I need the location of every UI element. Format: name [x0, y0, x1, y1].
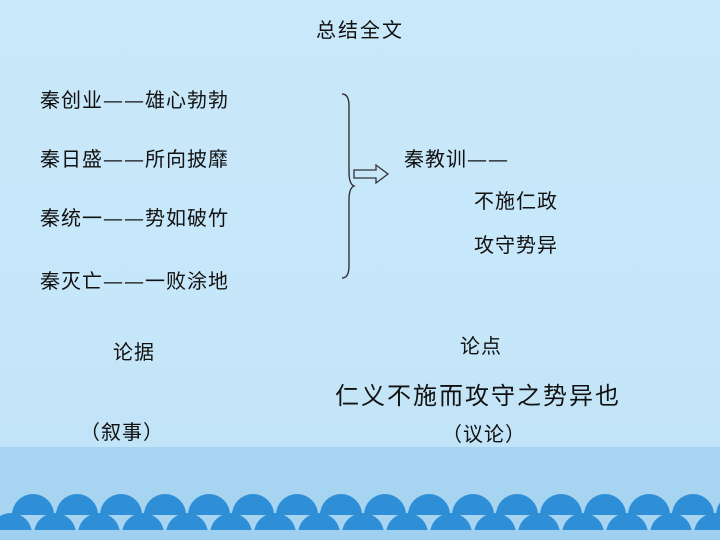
footer-arch	[562, 513, 604, 534]
footer-arch	[672, 494, 714, 515]
footer-arch	[122, 513, 164, 534]
slide-title: 总结全文	[316, 18, 404, 42]
right-brace	[341, 93, 356, 279]
footer-arch	[474, 513, 516, 534]
footer-arch	[518, 513, 560, 534]
argument-label: 论据	[113, 340, 155, 364]
footer-arch	[452, 494, 494, 515]
footer-arch	[694, 513, 720, 534]
footer-arch	[320, 494, 362, 515]
left-item-rise: 秦日盛——所向披靡	[40, 147, 229, 171]
footer-arch	[34, 513, 76, 534]
footer-arch	[0, 513, 32, 534]
footer-arch	[540, 494, 582, 515]
lesson-heading: 秦教训——	[404, 147, 509, 171]
footer-arch	[342, 513, 384, 534]
footer-arch	[144, 494, 186, 515]
footer-arch	[232, 494, 274, 515]
footer-arch	[650, 513, 692, 534]
discussion-label: （议论）	[442, 422, 526, 446]
footer-arch	[166, 513, 208, 534]
footer-arch	[210, 513, 252, 534]
footer-arch	[430, 513, 472, 534]
footer-arch	[584, 494, 626, 515]
footer-arch	[364, 494, 406, 515]
thesis-text: 仁义不施而攻守之势异也	[335, 382, 621, 410]
left-item-unification: 秦统一——势如破竹	[40, 206, 229, 230]
footer-arch	[408, 494, 450, 515]
footer-arch	[78, 513, 120, 534]
footer-arch	[716, 502, 720, 515]
footer-arch	[628, 494, 670, 515]
footer-arch	[606, 513, 648, 534]
lesson-point-no-benevolence: 不施仁政	[474, 189, 558, 213]
left-item-founding: 秦创业——雄心勃勃	[40, 88, 229, 112]
footer-arch	[276, 494, 318, 515]
footer-arch	[254, 513, 296, 534]
footer-arch	[386, 513, 428, 534]
footer-arch	[12, 494, 54, 515]
right-arrow-icon	[353, 163, 390, 185]
thesis-label: 论点	[460, 334, 502, 358]
footer-arch	[100, 494, 142, 515]
left-item-fall: 秦灭亡——一败涂地	[40, 269, 229, 293]
footer-arch	[56, 494, 98, 515]
narrative-label: （叙事）	[80, 420, 164, 444]
footer-arch	[496, 494, 538, 515]
footer-arch	[188, 494, 230, 515]
lesson-point-offense-defense: 攻守势异	[474, 233, 558, 257]
footer-arch	[298, 513, 340, 534]
